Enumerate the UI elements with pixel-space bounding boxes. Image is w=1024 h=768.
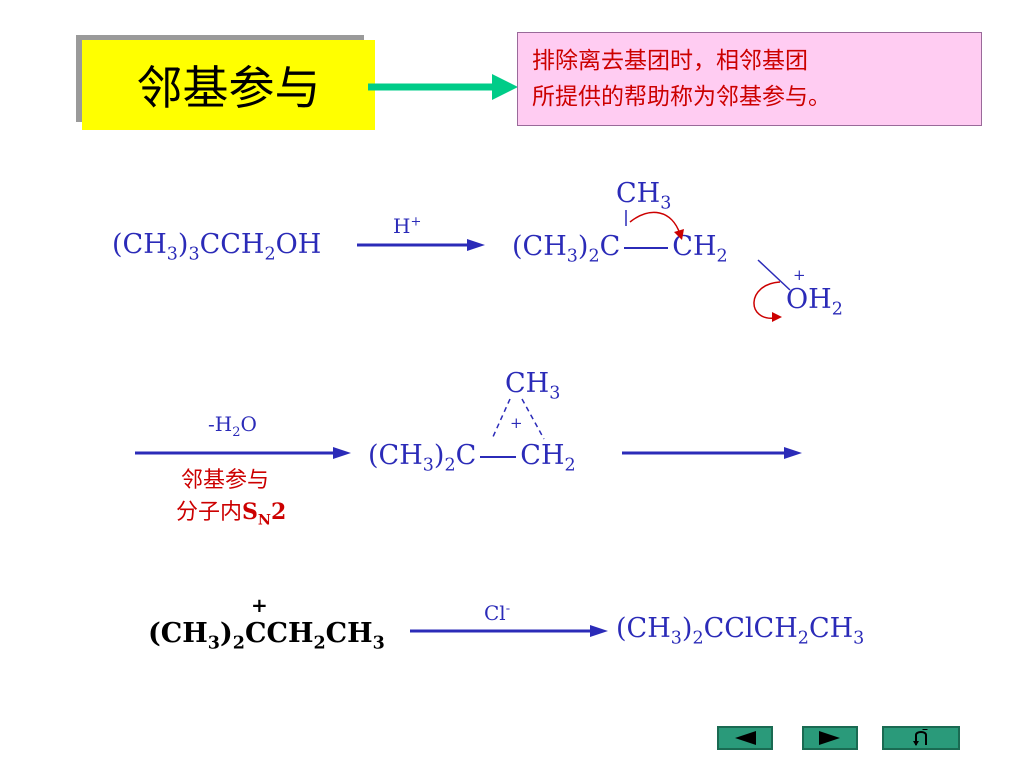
next-button[interactable]	[802, 726, 858, 750]
page-title: 邻基参与	[82, 40, 375, 130]
definition-line-2: 所提供的帮助称为邻基参与。	[532, 84, 831, 110]
reaction-arrow-2	[135, 447, 351, 459]
reaction-arrow-1	[357, 239, 485, 251]
mechanism-arrows-1	[625, 210, 791, 322]
triangle-right-icon	[819, 731, 840, 745]
bridged-methyl: CH3	[505, 368, 561, 404]
reaction-arrow-4	[410, 625, 608, 637]
oxonium-charge: +	[793, 266, 806, 284]
connector-arrow	[368, 74, 518, 100]
sn2-label: 分子内SN2	[176, 499, 287, 529]
reagent-minus-water: -H2O	[208, 412, 257, 440]
ngp-label: 邻基参与	[181, 468, 270, 493]
definition-line-1: 排除离去基团时，相邻基团	[532, 48, 808, 74]
previous-button[interactable]	[717, 726, 773, 750]
oxonium-group: OH2	[786, 284, 843, 320]
carbocation-formula: (CH3)2CCH2CH3	[148, 618, 385, 654]
product-formula: (CH3)2CClCH2CH3	[616, 613, 865, 649]
definition-box: 排除离去基团时，相邻基团 所提供的帮助称为邻基参与。	[517, 32, 982, 126]
bridged-dashed-bonds	[491, 398, 545, 440]
reagent-chloride: Cl-	[484, 601, 511, 625]
return-button[interactable]	[882, 726, 960, 750]
carbocation-charge: +	[251, 593, 268, 617]
triangle-left-icon	[735, 731, 756, 745]
reagent-h-plus: H+	[393, 214, 422, 238]
intermediate-methyl: CH3	[616, 178, 672, 214]
reaction-arrow-3	[622, 447, 802, 459]
reactant-formula: (CH3)3CCH2OH	[112, 229, 322, 265]
return-arrow-icon	[913, 729, 928, 746]
bridged-charge: +	[510, 414, 523, 432]
